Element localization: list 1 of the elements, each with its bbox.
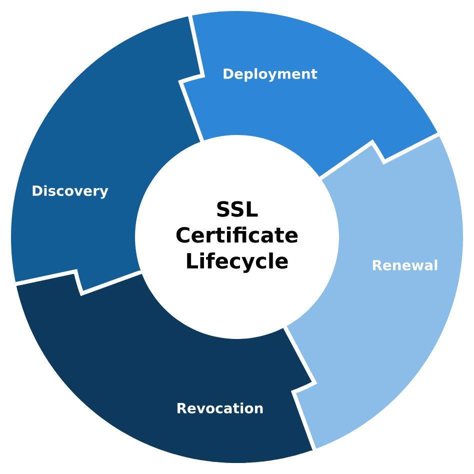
arrow-segment: Deployment [178,7,443,182]
